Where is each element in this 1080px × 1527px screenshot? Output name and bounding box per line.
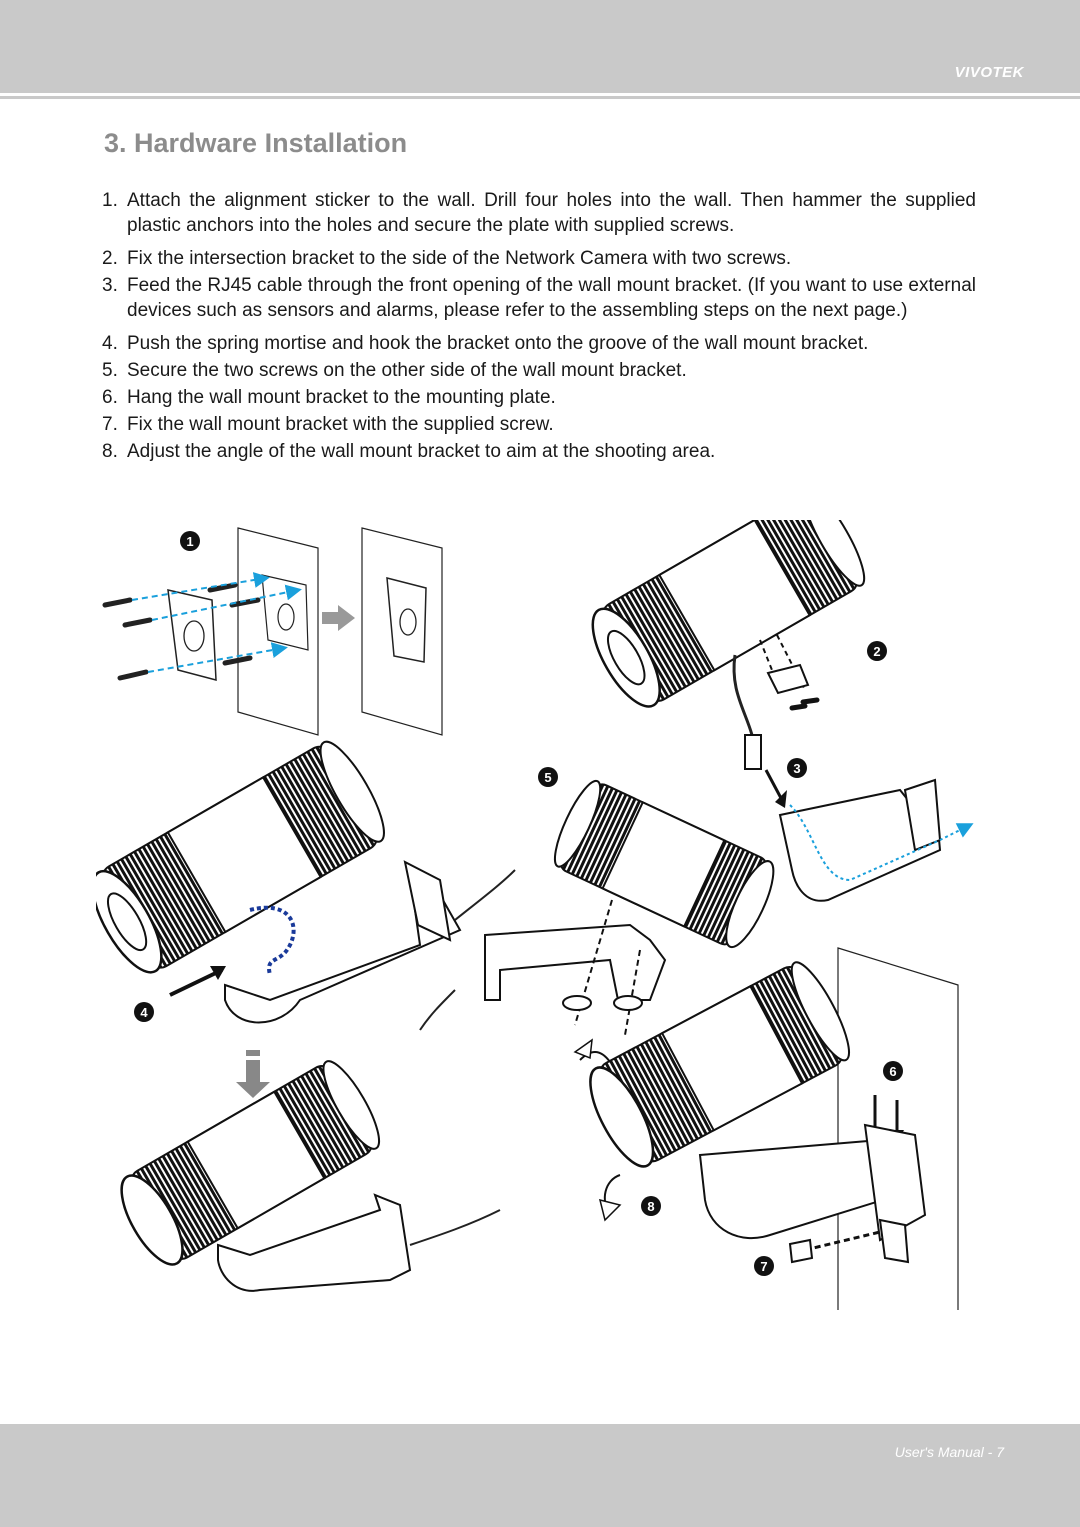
badge-3: 3 (787, 758, 807, 778)
badge-2: 2 (867, 641, 887, 661)
svg-text:4: 4 (140, 1005, 148, 1020)
step-text: Push the spring mortise and hook the bra… (127, 333, 869, 354)
svg-text:7: 7 (760, 1259, 767, 1274)
step4-camera-illustration (96, 740, 516, 1031)
badge-4: 4 (134, 1002, 154, 1022)
step-number: 7. (102, 414, 118, 435)
svg-text:5: 5 (544, 770, 551, 785)
page-title: 3. Hardware Installation (104, 128, 408, 158)
header-band (0, 0, 1080, 93)
step1-wall-plate-illustration (102, 527, 443, 736)
transition-arrow (236, 1050, 270, 1098)
badge-1: 1 (180, 531, 200, 551)
list-item: 6. Hang the wall mount bracket to the mou… (102, 385, 976, 410)
step-number: 3. (102, 275, 118, 296)
footer-band (0, 1424, 1080, 1527)
svg-text:8: 8 (647, 1199, 654, 1214)
step-number: 6. (102, 387, 118, 408)
step-number: 5. (102, 360, 118, 381)
list-item: 8. Adjust the angle of the wall mount bra… (102, 439, 976, 464)
step3-bracket-illustration (778, 778, 974, 902)
brand-logo: VIVOTEK (954, 64, 1024, 81)
badge-5: 5 (538, 767, 558, 787)
svg-text:1: 1 (186, 534, 193, 549)
step-number: 1. (102, 190, 118, 211)
installation-steps: 1. Attach the alignment sticker to the wa… (102, 188, 976, 464)
page-number: User's Manual - 7 (894, 1444, 1004, 1460)
svg-text:2: 2 (873, 644, 880, 659)
step-text: Attach the alignment sticker to the wall… (127, 190, 976, 236)
installation-diagram: 1 2 3 4 5 6 7 8 (96, 520, 974, 1310)
step-text: Fix the intersection bracket to the side… (127, 248, 792, 269)
badge-6: 6 (883, 1061, 903, 1081)
step-text: Adjust the angle of the wall mount brack… (127, 441, 716, 462)
step-text: Fix the wall mount bracket with the supp… (127, 414, 554, 435)
step5-camera-illustration (484, 779, 775, 1036)
step-text: Feed the RJ45 cable through the front op… (127, 275, 976, 321)
badge-7: 7 (754, 1256, 774, 1276)
list-item: 3. Feed the RJ45 cable through the front … (102, 273, 976, 323)
header-divider (0, 96, 1080, 99)
step-text: Secure the two screws on the other side … (127, 360, 687, 381)
step-text: Hang the wall mount bracket to the mount… (127, 387, 556, 408)
svg-text:6: 6 (889, 1064, 896, 1079)
badge-8: 8 (641, 1196, 661, 1216)
list-item: 5. Secure the two screws on the other sid… (102, 358, 976, 383)
list-item: 4. Push the spring mortise and hook the b… (102, 331, 976, 356)
svg-text:3: 3 (793, 761, 800, 776)
list-item: 7. Fix the wall mount bracket with the su… (102, 412, 976, 437)
list-item: 1. Attach the alignment sticker to the wa… (102, 188, 976, 238)
list-item: 2. Fix the intersection bracket to the si… (102, 246, 976, 271)
step-number: 4. (102, 333, 118, 354)
step2-camera-illustration (591, 520, 866, 808)
step-final-camera-illustration (120, 1060, 501, 1292)
step-number: 2. (102, 248, 118, 269)
final-camera-illustration (573, 961, 927, 1264)
step-number: 8. (102, 441, 118, 462)
